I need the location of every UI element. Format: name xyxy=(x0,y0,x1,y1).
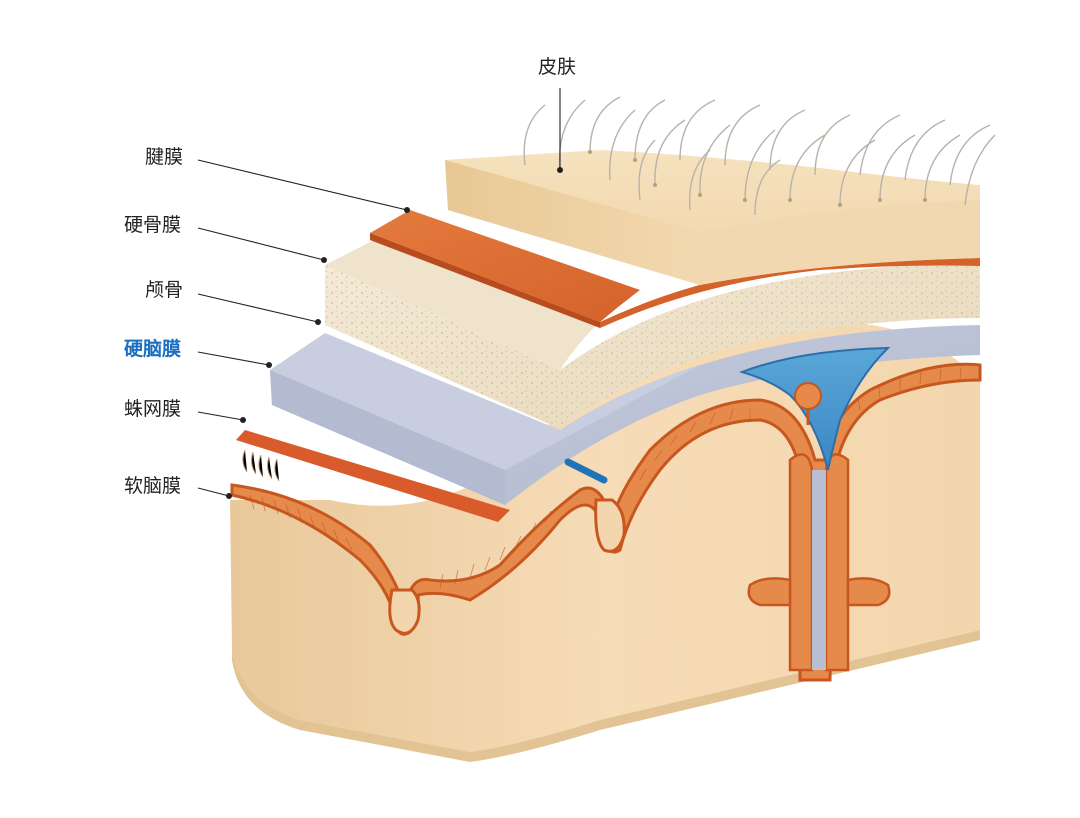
label-dura: 硬脑膜 xyxy=(124,338,182,360)
sagittal-sinus xyxy=(738,346,891,471)
leader-pia xyxy=(197,487,230,497)
leader-arachnoid xyxy=(197,411,244,421)
label-periosteum: 硬骨膜 xyxy=(124,214,182,236)
label-pia: 软脑膜 xyxy=(124,475,182,497)
label-galea: 腱膜 xyxy=(145,146,184,168)
leader-periosteum xyxy=(197,227,325,261)
arachnoid-trabeculae xyxy=(242,449,280,482)
hair-strands xyxy=(523,96,996,216)
skull-layer xyxy=(325,238,980,428)
label-skin: 皮肤 xyxy=(538,56,577,78)
periosteum-layer xyxy=(370,210,980,328)
label-skull: 颅骨 xyxy=(145,279,184,301)
blood-vessel xyxy=(564,458,608,484)
leader-dots xyxy=(226,167,563,499)
leader-skull xyxy=(197,293,319,323)
skin-layer xyxy=(445,96,996,285)
leader-galea xyxy=(197,159,408,211)
label-arachnoid: 蛛网膜 xyxy=(124,398,182,420)
leader-lines xyxy=(197,88,561,497)
arachnoid-granulation xyxy=(794,382,822,410)
arachnoid-layer xyxy=(236,430,510,522)
leader-dura xyxy=(197,351,270,366)
dura-layer xyxy=(270,325,980,505)
